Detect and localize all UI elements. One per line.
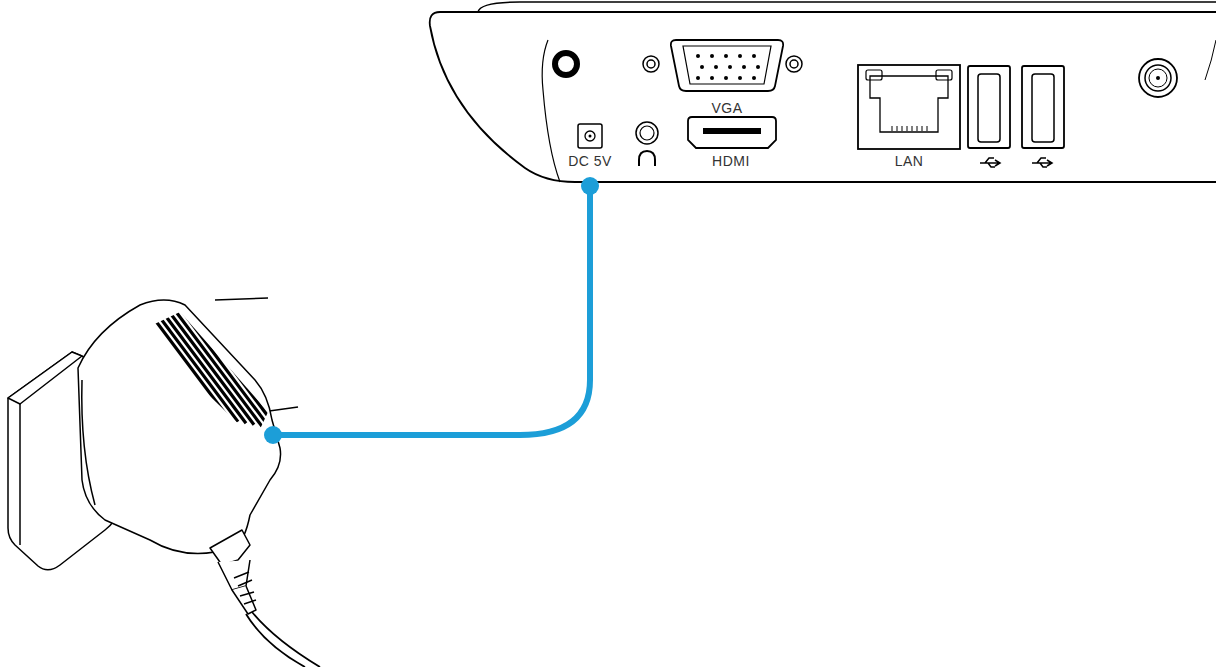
antenna-connector: [1139, 59, 1177, 97]
port-label: LAN: [895, 153, 924, 169]
power-adapter: [8, 298, 320, 667]
port-label: VGA: [711, 100, 742, 116]
power-cable: [273, 186, 590, 435]
usb-symbol: [980, 158, 1052, 167]
port-label: DC 5V: [568, 153, 612, 169]
port-label: HDMI: [712, 153, 750, 169]
cable-end: [581, 177, 599, 195]
device-body: [430, 12, 1216, 182]
usb-port: [968, 66, 1064, 148]
logo: [555, 53, 577, 75]
device-lid: [478, 2, 1216, 12]
adapter-vents: [140, 300, 302, 434]
panel-edge: [1205, 40, 1216, 80]
lan-port: [858, 65, 960, 149]
cable-end: [264, 426, 282, 444]
vga-port: [643, 40, 802, 91]
hdmi-port: [688, 117, 776, 148]
headphone-jack: [636, 122, 658, 166]
dc-jack: [578, 124, 602, 148]
